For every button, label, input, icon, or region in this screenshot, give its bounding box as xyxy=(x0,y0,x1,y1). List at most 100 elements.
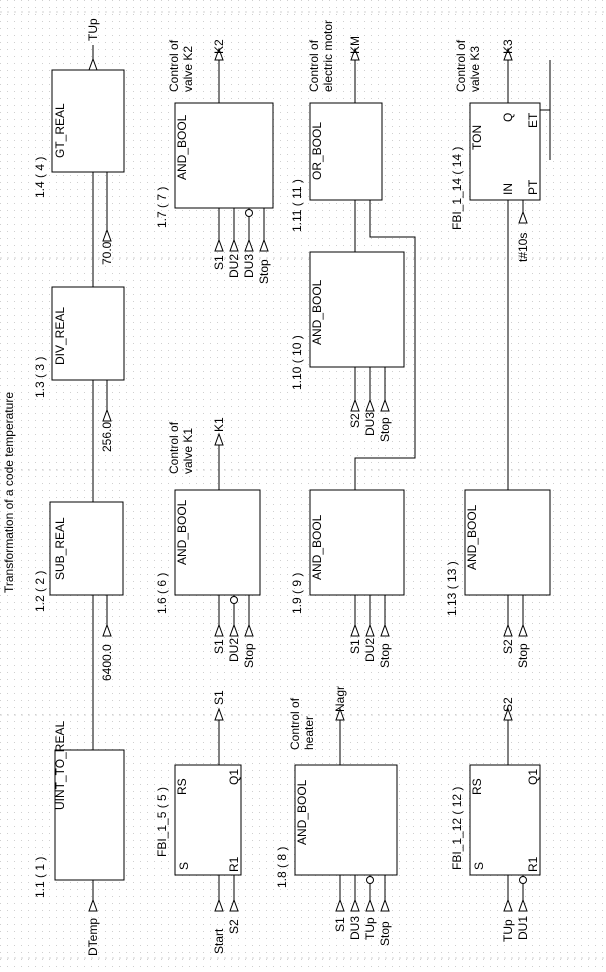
function-block-b9[interactable] xyxy=(309,489,405,596)
function-block-b1[interactable] xyxy=(54,749,125,881)
s2-output xyxy=(503,707,513,721)
pin-r1-b12: R1 xyxy=(526,856,540,872)
block-name-b3: DIV_REAL xyxy=(53,307,67,365)
pin-q1-b12: Q1 xyxy=(526,769,540,785)
start-input xyxy=(214,898,224,912)
du3-negation-b7 xyxy=(245,209,253,217)
const-256: 256.0 xyxy=(100,422,114,452)
block-id-b5: FBI_1_5 ( 5 ) xyxy=(155,787,169,857)
du1-input-b12 xyxy=(518,898,528,912)
function-block-b8[interactable] xyxy=(294,764,398,876)
stop-input-b6 xyxy=(244,623,254,637)
tup-negation-b8 xyxy=(366,876,374,884)
comment-k2-line2: valve K2 xyxy=(181,46,195,92)
block-id-b7: 1.7 ( 7 ) xyxy=(155,187,169,228)
block-id-b9: 1.9 ( 9 ) xyxy=(290,573,304,614)
signal-stop-b8: Stop xyxy=(378,921,392,946)
du3-input-b10 xyxy=(365,398,375,412)
block-id-b14: FBI_1_14 ( 14 ) xyxy=(450,147,464,230)
stop-input-b10 xyxy=(380,398,390,412)
du3-input-b8 xyxy=(350,898,360,912)
function-block-b14[interactable] xyxy=(469,102,541,201)
diagram-title: Transformation of a code temperature xyxy=(2,392,16,593)
signal-km: KM xyxy=(348,36,362,54)
const-t10s: t#10s xyxy=(516,233,530,262)
comment-k2-line1: Control of xyxy=(167,39,181,92)
block-name-b12: RS xyxy=(470,778,484,795)
signal-du2-b6: DU2 xyxy=(227,638,241,662)
s1-input-b9 xyxy=(350,623,360,637)
tup-output xyxy=(88,57,98,71)
signal-s1: S1 xyxy=(212,690,226,705)
signal-stop-b7: Stop xyxy=(257,259,271,284)
s1-output xyxy=(214,707,224,721)
du2-input-b6 xyxy=(229,623,239,637)
pin-s-b5: S xyxy=(177,862,191,870)
block-id-b1: 1.1 ( 1 ) xyxy=(33,857,47,898)
s1-input-b7 xyxy=(214,238,224,252)
k1-output xyxy=(214,432,224,446)
signal-k2: K2 xyxy=(212,39,226,54)
signal-s1-b9: S1 xyxy=(348,639,362,654)
pin-et-b14: ET xyxy=(526,112,540,128)
block-id-b8: 1.8 ( 8 ) xyxy=(275,847,289,888)
block-name-b4: GT_REAL xyxy=(53,103,67,158)
tup-input-b8 xyxy=(365,898,375,912)
blocks xyxy=(49,47,551,912)
wires xyxy=(92,45,551,900)
block-name-b10: AND_BOOL xyxy=(310,279,324,345)
signal-du1-b12: DU1 xyxy=(516,916,530,940)
du1-negation-b12 xyxy=(519,876,527,884)
block-name-b6: AND_BOOL xyxy=(175,499,189,565)
function-block-b12[interactable] xyxy=(469,764,541,876)
function-block-b11[interactable] xyxy=(309,102,383,201)
block-id-b4: 1.4 ( 4 ) xyxy=(33,157,47,198)
signal-dtemp: DTemp xyxy=(86,918,100,956)
labels: Transformation of a code temperature 1.1 … xyxy=(2,18,540,956)
km-output xyxy=(350,47,360,61)
signal-nagr: Nagr xyxy=(333,686,347,712)
block-name-b8: AND_BOOL xyxy=(295,779,309,845)
function-block-b4[interactable] xyxy=(51,69,125,173)
pin-q-b14: Q xyxy=(501,113,515,122)
block-name-b13: AND_BOOL xyxy=(465,504,479,570)
block-name-b1: UINT_TO_REAL xyxy=(53,721,67,810)
function-block-b2[interactable] xyxy=(49,501,124,596)
block-name-b11: OR_BOOL xyxy=(310,122,324,180)
du2-input-b9 xyxy=(365,623,375,637)
block-id-b3: 1.3 ( 3 ) xyxy=(33,357,47,398)
signal-stop-b6: Stop xyxy=(242,643,256,668)
block-name-b14: TON xyxy=(470,125,484,150)
block-id-b11: 1.11 ( 11 ) xyxy=(290,179,304,232)
function-block-b13[interactable] xyxy=(464,489,551,596)
signal-s1-b6: S1 xyxy=(212,639,226,654)
signal-s2-b13: S2 xyxy=(501,639,515,654)
signal-du3-b7: DU3 xyxy=(242,254,256,278)
block-name-b9: AND_BOOL xyxy=(310,514,324,580)
pin-q1-b5: Q1 xyxy=(227,769,241,785)
function-block-b6[interactable] xyxy=(174,489,261,596)
s2-input-b10 xyxy=(350,398,360,412)
block-name-b5: RS xyxy=(175,778,189,795)
du2-input-b7 xyxy=(229,238,239,252)
signal-stop-b13: Stop xyxy=(516,643,530,668)
dtemp-input xyxy=(88,898,98,912)
function-block-b7[interactable] xyxy=(174,102,274,209)
pin-r1-b5: R1 xyxy=(227,856,241,872)
signal-tup-b12: TUp xyxy=(501,919,515,942)
function-block-b10[interactable] xyxy=(309,251,405,368)
comment-km-line2: electric motor xyxy=(321,20,335,92)
s2-input-b5 xyxy=(229,898,239,912)
block-id-b10: 1.10 ( 10 ) xyxy=(290,335,304,390)
signal-k3: K3 xyxy=(501,39,515,54)
signal-stop-b9: Stop xyxy=(378,643,392,668)
block-id-b6: 1.6 ( 6 ) xyxy=(155,573,169,614)
function-block-b5[interactable] xyxy=(174,764,242,876)
pin-pt-b14: PT xyxy=(526,179,540,195)
signal-k1: K1 xyxy=(212,417,226,432)
function-block-b3[interactable] xyxy=(51,286,125,381)
block-id-b13: 1.13 ( 13 ) xyxy=(445,561,459,616)
stop-input-b8 xyxy=(380,898,390,912)
comment-k3-line2: valve K3 xyxy=(468,46,482,92)
